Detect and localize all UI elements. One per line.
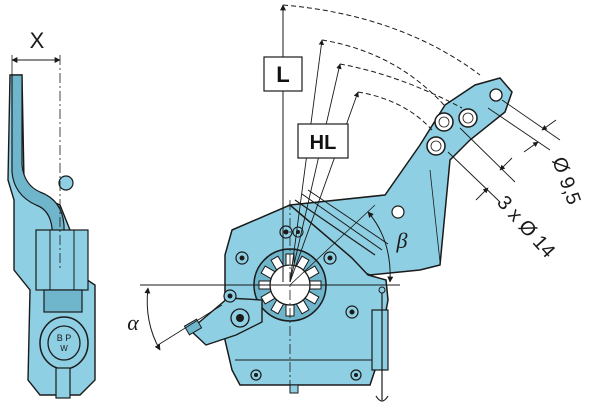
hole-diameter-label: Ø 9,5 <box>547 154 584 207</box>
lever-hole-1 <box>434 112 454 132</box>
alpha-label: α <box>127 310 139 335</box>
bpw-emblem-icon: B P W <box>39 316 89 370</box>
lever-hole-3 <box>426 136 446 156</box>
holes-spec-label: 3 x Ø 14 <box>492 192 559 263</box>
l-label-box <box>263 56 303 92</box>
beta-label: β <box>396 228 408 253</box>
side-view: B P W X <box>7 28 96 399</box>
front-view: L HL β α Ø 9,5 3 x Ø 14 <box>127 4 585 402</box>
side-view-knob <box>58 175 74 191</box>
x-dimension-label: X <box>30 28 45 53</box>
side-bracket <box>371 309 389 371</box>
beta-arc <box>367 211 394 283</box>
alpha-arc <box>144 287 161 351</box>
hl-label: HL <box>310 132 337 154</box>
hl-label-box <box>297 123 349 159</box>
hole-dimension-lines <box>447 99 561 203</box>
lever-end-hole <box>489 88 503 102</box>
emblem-top-text: B P <box>57 333 72 343</box>
lever-small-hole <box>391 205 405 219</box>
lever-hole-2 <box>458 108 478 128</box>
housing-bolts <box>235 225 362 381</box>
emblem-bottom-text: W <box>60 344 68 353</box>
side-view-housing <box>35 229 89 291</box>
l-label: L <box>276 62 289 87</box>
radius-arcs <box>282 4 481 131</box>
